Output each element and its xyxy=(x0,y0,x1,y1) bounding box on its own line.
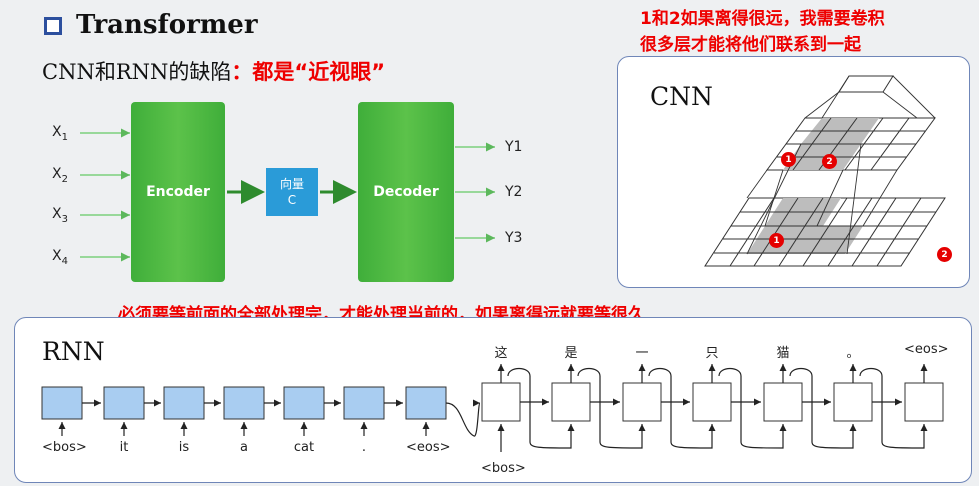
cnn-badge-2-middle: 2 xyxy=(822,154,837,169)
rnn-token-a: a xyxy=(240,440,248,455)
rnn-token-it: it xyxy=(119,440,129,455)
subtitle-main: CNN和RNN的缺陷 xyxy=(42,60,232,84)
decoder-block: Decoder xyxy=(358,102,454,282)
cnn-label: CNN xyxy=(650,82,713,111)
input-x4: X4 xyxy=(52,248,68,267)
page-title: Transformer xyxy=(76,10,258,40)
vector-symbol: C xyxy=(287,193,297,207)
vector-label: 向量 xyxy=(279,177,304,191)
title-bullet-icon xyxy=(44,17,62,35)
cnn-badge-2-bottom: 2 xyxy=(937,247,952,262)
subtitle-highlight: ：都是“近视眼” xyxy=(231,60,385,84)
rnn-token-is: is xyxy=(178,440,190,455)
output-y1: Y1 xyxy=(505,139,523,155)
output-y2: Y2 xyxy=(505,184,523,200)
rnn-label: RNN xyxy=(42,337,105,366)
context-vector-block: 向量 C xyxy=(266,168,318,216)
rnn-output-eos: <eos> xyxy=(904,342,949,357)
rnn-output-period: 。 xyxy=(846,346,860,361)
rnn-token-eos: <eos> xyxy=(406,440,451,455)
cnn-note-line2: 很多层才能将他们联系到一起 xyxy=(640,35,861,55)
rnn-output-shi: 是 xyxy=(564,346,578,361)
encoder-block: Encoder xyxy=(131,102,225,282)
input-x1: X1 xyxy=(52,124,68,143)
rnn-decoder-input-bos: <bos> xyxy=(481,461,526,476)
output-y3: Y3 xyxy=(505,230,523,246)
input-x2: X2 xyxy=(52,166,68,185)
rnn-output-mao: 猫 xyxy=(776,346,790,361)
rnn-token-period: . xyxy=(361,440,367,455)
rnn-output-yi: 一 xyxy=(635,346,649,361)
cnn-badge-1-middle: 1 xyxy=(781,152,796,167)
cnn-note: 1和2如果离得很远，我需要卷积 很多层才能将他们联系到一起 xyxy=(640,6,885,58)
cnn-note-line1: 1和2如果离得很远，我需要卷积 xyxy=(640,9,885,29)
rnn-output-zhi: 只 xyxy=(705,346,719,361)
page-subtitle: CNN和RNN的缺陷：都是“近视眼” xyxy=(42,56,385,86)
rnn-token-bos: <bos> xyxy=(42,440,87,455)
rnn-output-zhe: 这 xyxy=(494,346,508,361)
input-x3: X3 xyxy=(52,206,68,225)
cnn-badge-1-bottom: 1 xyxy=(769,233,784,248)
rnn-token-cat: cat xyxy=(293,440,315,455)
